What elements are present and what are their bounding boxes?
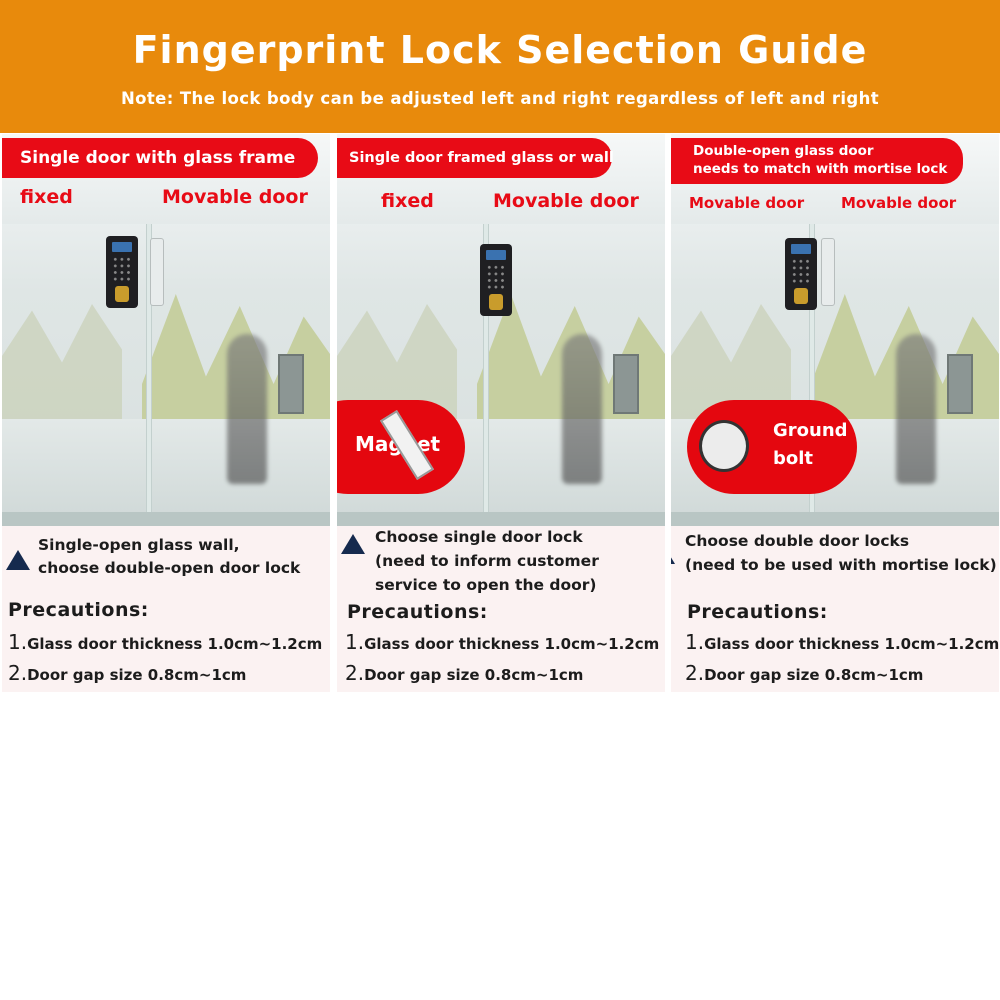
option-panel-double-open: Ground bolt Double-open glass door needs… [671,134,999,692]
precaution-item: 1.Glass door thickness 1.0cm~1.2cm [8,630,323,654]
fingerprint-lock-icon [785,238,817,310]
note-line: Single-open glass wall, [38,536,240,554]
option-banner: Single door with glass frame [2,138,318,178]
triangle-icon [671,544,675,564]
option-banner: Double-open glass door needs to match wi… [671,138,963,184]
fingerprint-lock-icon [106,236,138,308]
option-panel-single-framed-glass: Magnet Single door framed glass or wall … [337,134,665,692]
ground-bolt-badge: Ground bolt [687,400,857,494]
door-handle-icon [150,238,164,306]
movable-door-label: Movable door [841,194,957,212]
note-line: service to open the door) [375,576,597,594]
movable-door-label: Movable door [689,194,805,212]
ground-bolt-icon [699,420,749,472]
note-line: choose double-open door lock [38,559,301,577]
note-line: (need to be used with mortise lock) [685,556,997,574]
header-note: Note: The lock body can be adjusted left… [120,89,880,108]
fingerprint-lock-icon [480,244,512,316]
precautions-heading: Precautions: [687,601,828,623]
precaution-item: 2.Door gap size 0.8cm~1cm [345,661,584,685]
triangle-icon [341,534,365,554]
page-title: Fingerprint Lock Selection Guide [132,28,868,72]
precautions-heading: Precautions: [347,601,488,623]
movable-door-label: Movable door [162,186,308,208]
note-line: (need to inform customer [375,552,599,570]
precautions-heading: Precautions: [8,599,149,621]
precaution-item: 2.Door gap size 0.8cm~1cm [8,661,247,685]
fixed-label: fixed [20,186,73,208]
note-line: Choose single door lock [375,528,583,546]
precaution-item: 1.Glass door thickness 1.0cm~1.2cm [345,630,660,654]
fixed-label: fixed [381,190,434,212]
triangle-icon [6,550,30,570]
header-banner: Fingerprint Lock Selection Guide Note: T… [0,0,1000,133]
option-panel-single-glass-frame: Single door with glass frame fixed Movab… [2,134,330,692]
note-line: Choose double door locks [685,532,910,550]
precaution-item: 2.Door gap size 0.8cm~1cm [685,661,924,685]
option-banner: Single door framed glass or wall [337,138,614,178]
door-handle-icon [821,238,835,306]
precaution-item: 1.Glass door thickness 1.0cm~1.2cm [685,630,999,654]
movable-door-label: Movable door [493,190,639,212]
